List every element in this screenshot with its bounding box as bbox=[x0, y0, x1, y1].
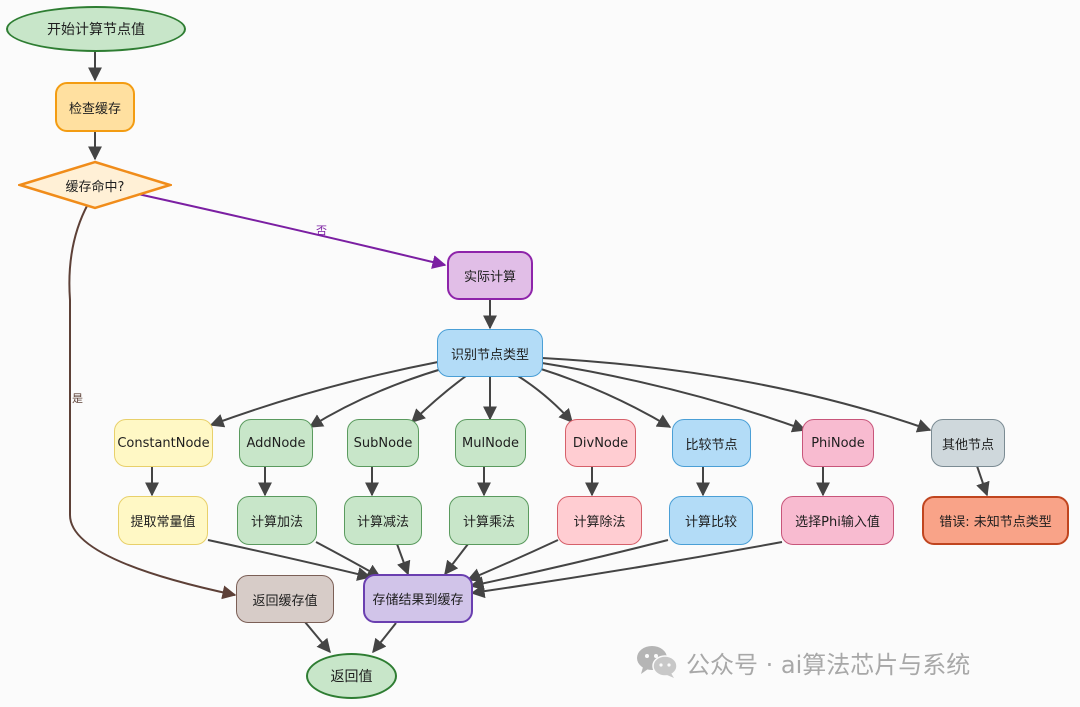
edge-identify-to-div bbox=[517, 375, 573, 424]
edge-computemul-to-store bbox=[444, 543, 469, 576]
edge-identify-to-phi bbox=[541, 362, 807, 433]
edge-store-to-return bbox=[372, 622, 397, 654]
identify-type-node: 识别节点类型 bbox=[437, 329, 543, 377]
edge-hit-yes-to-returncached bbox=[68, 203, 237, 600]
edge-identify-to-sub bbox=[410, 375, 467, 423]
edge-computeadd-to-store bbox=[315, 541, 382, 578]
compute-div-node: 计算除法 bbox=[557, 496, 642, 545]
phi-node: PhiNode bbox=[802, 419, 874, 467]
sub-node: SubNode bbox=[347, 419, 419, 467]
compute-add-node: 计算加法 bbox=[237, 496, 317, 545]
return-cached-node: 返回缓存值 bbox=[236, 575, 334, 623]
div-node: DivNode bbox=[565, 419, 636, 467]
edge-computecmp-to-store bbox=[469, 539, 669, 591]
watermark: 公众号 · ai算法芯片与系统 bbox=[636, 644, 970, 680]
select-phi-node: 选择Phi输入值 bbox=[781, 496, 894, 545]
edge-hit-no-to-compute bbox=[137, 193, 447, 269]
compare-node: 比较节点 bbox=[672, 419, 751, 467]
edge-computesub-to-store bbox=[396, 543, 411, 576]
edge-select-to-store bbox=[470, 541, 783, 599]
edge-identify-to-constant bbox=[209, 361, 439, 428]
cache-hit-decision: 缓存命中? bbox=[18, 160, 172, 210]
wechat-icon bbox=[637, 646, 678, 678]
diamond-shape bbox=[18, 160, 172, 210]
edge-label-yes: 是 bbox=[72, 392, 83, 405]
start-node: 开始计算节点值 bbox=[6, 6, 186, 52]
error-unknown-node: 错误: 未知节点类型 bbox=[922, 496, 1069, 545]
constant-node: ConstantNode bbox=[114, 419, 213, 467]
store-result-node: 存储结果到缓存 bbox=[363, 574, 473, 623]
edge-identify-to-compare bbox=[537, 367, 672, 428]
edge-computediv-to-store bbox=[466, 539, 559, 582]
compute-compare-node: 计算比较 bbox=[669, 496, 753, 545]
return-value-node: 返回值 bbox=[306, 653, 397, 699]
edge-other-to-error bbox=[976, 465, 990, 497]
compute-sub-node: 计算减法 bbox=[344, 496, 422, 545]
edge-returncached-to-return bbox=[304, 621, 331, 654]
add-node: AddNode bbox=[239, 419, 313, 467]
watermark-text: 公众号 · ai算法芯片与系统 bbox=[686, 650, 971, 679]
edge-label-no: 否 bbox=[316, 224, 327, 237]
compute-mul-node: 计算乘法 bbox=[449, 496, 529, 545]
other-node: 其他节点 bbox=[931, 419, 1005, 467]
edge-extract-to-store bbox=[207, 539, 372, 581]
check-cache-node: 检查缓存 bbox=[55, 82, 135, 132]
mul-node: MulNode bbox=[455, 419, 526, 467]
edge-identify-to-add bbox=[308, 367, 446, 428]
extract-constant-node: 提取常量值 bbox=[118, 496, 208, 545]
cache-hit-label: 缓存命中? bbox=[65, 179, 125, 195]
actual-compute-node: 实际计算 bbox=[447, 251, 533, 300]
edge-identify-to-other bbox=[541, 357, 932, 433]
